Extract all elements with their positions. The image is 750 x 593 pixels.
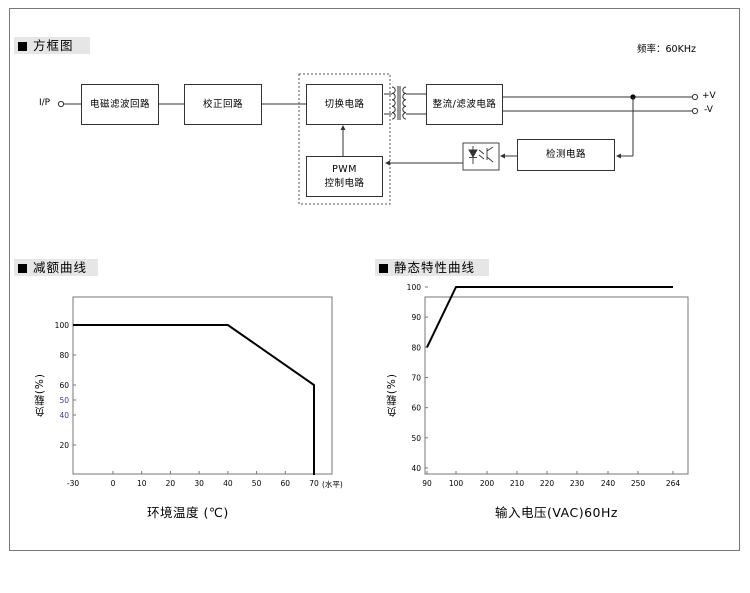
derating-title: 减额曲线 (33, 260, 88, 275)
optocoupler-icon (462, 142, 500, 171)
emi-filter-label: 电磁滤波回路 (89, 98, 150, 110)
x-tick-label: 0 (111, 479, 116, 488)
detection-label: 检测电路 (545, 149, 586, 160)
outer-frame (9, 8, 740, 551)
y-tick-label: 40 (59, 411, 69, 420)
switch-pwm-enclosure (298, 73, 391, 205)
y-tick-label: 20 (59, 441, 69, 450)
static-curve-line (426, 285, 673, 348)
square-bullet-icon (18, 42, 27, 51)
y-tick-label: 40 (411, 464, 421, 473)
derating-header: 减额曲线 (14, 259, 98, 276)
y-tick-label: 60 (59, 381, 69, 390)
x-tick-label: 10 (137, 479, 147, 488)
arrow-to-switch (340, 125, 346, 130)
y-tick-label: 90 (411, 313, 421, 322)
x-tick-label: 50 (252, 479, 262, 488)
y-tick-label: 80 (411, 343, 421, 352)
static-header: 静态特性曲线 (375, 259, 489, 276)
y-tick-label: 100 (407, 283, 422, 292)
y-tick-label: 50 (59, 396, 69, 405)
block-diagram-header: 方框图 (14, 37, 90, 54)
x-tick-label: 220 (540, 479, 555, 488)
input-label: I/P (39, 98, 51, 108)
input-terminal (57, 100, 65, 108)
rectifier-label: 整流/滤波电路 (432, 98, 497, 110)
pos-output-label: +V (702, 91, 716, 101)
y-tick-label: 70 (411, 373, 421, 382)
pwm-label-line1: PWM (332, 163, 357, 175)
static-plot-frame (424, 296, 689, 475)
arrow-to-opto (500, 153, 505, 159)
detection-block: 检测电路 (517, 139, 615, 171)
x-tick-label: 60 (281, 479, 291, 488)
arrow-to-pwm (385, 160, 390, 166)
rectifier-block: 整流/滤波电路 (426, 84, 503, 125)
x-tick-label: 90 (422, 479, 432, 488)
block-diagram-title: 方框图 (33, 38, 74, 53)
x-tick-label: 210 (510, 479, 525, 488)
x-tick-label: 20 (166, 479, 176, 488)
x-tick-label: 30 (194, 479, 204, 488)
x-tick-label: 230 (570, 479, 585, 488)
x-tick-label: 70 (309, 479, 319, 488)
frequency-label: 频率：60KHz (637, 44, 696, 55)
pwm-label-line2: 控制电路 (324, 177, 365, 189)
derating-curve-line (73, 324, 315, 475)
x-tick-label: 250 (631, 479, 646, 488)
x-tick-label: -30 (67, 479, 79, 488)
x-tick-label: 100 (449, 479, 464, 488)
x-tick-label: 264 (666, 479, 681, 488)
square-bullet-icon (18, 264, 27, 273)
y-tick-label: 80 (59, 351, 69, 360)
x-tick-label: 40 (223, 479, 233, 488)
neg-output-label: -V (704, 105, 713, 115)
y-tick-label: 100 (55, 321, 70, 330)
y-tick-label: 60 (411, 404, 421, 413)
pfc-block: 校正回路 (184, 84, 262, 125)
arrow-to-detect (616, 153, 621, 159)
static-title: 静态特性曲线 (394, 260, 476, 275)
derating-xlabel: 环境温度 (℃) (147, 505, 229, 520)
y-tick-label: 50 (411, 434, 421, 443)
pwm-block: PWM 控制电路 (306, 156, 383, 197)
x-tick-label: 200 (480, 479, 495, 488)
x-tick-label: 240 (601, 479, 616, 488)
pos-output-terminal (691, 93, 699, 101)
square-bullet-icon (379, 264, 388, 273)
neg-output-terminal (691, 107, 699, 115)
transformer-icon (384, 86, 426, 120)
emi-filter-block: 电磁滤波回路 (81, 84, 159, 125)
pfc-label: 校正回路 (202, 98, 243, 110)
static-xlabel: 输入电压(VAC)60Hz (495, 505, 618, 520)
switching-label: 切换电路 (324, 98, 365, 110)
x-unit-note: (水平) (322, 479, 343, 489)
switching-block: 切换电路 (306, 84, 383, 125)
